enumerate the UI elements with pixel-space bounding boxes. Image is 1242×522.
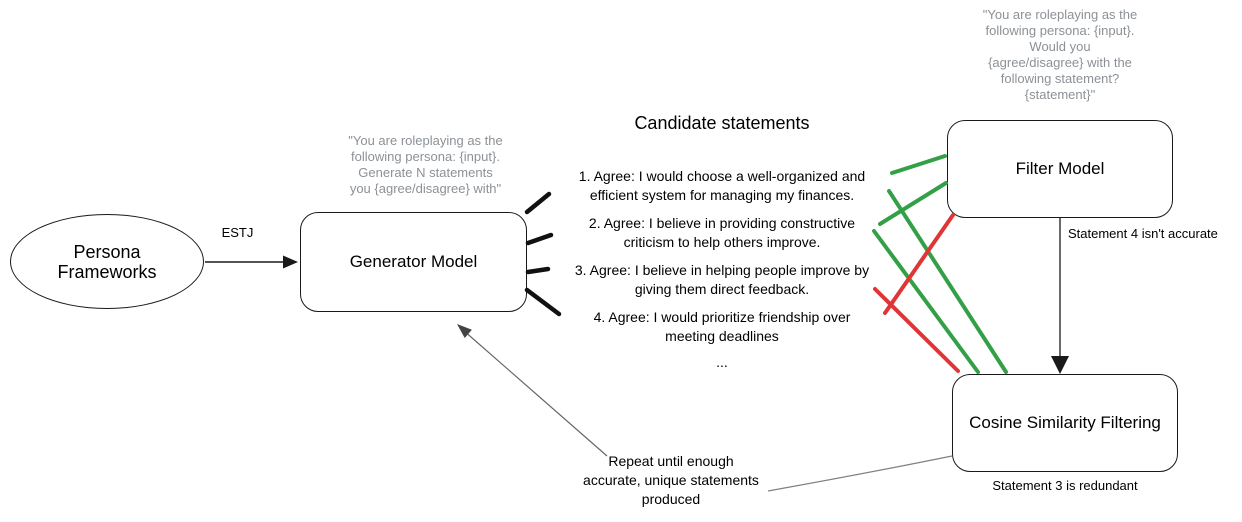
statement1-to-filter-edge-green [890,154,947,175]
cosine-similarity-label: Cosine Similarity Filtering [969,413,1161,432]
repeat-loop-note: Repeat until enough accurate, unique sta… [583,453,759,507]
statement-item-4: 4. Agree: I would prioritize friendship … [593,309,851,344]
cosine-to-loopnote-connector [767,455,953,492]
generator-prompt-note: "You are roleplaying as the following pe… [348,133,503,196]
statements-ellipsis: ... [716,354,728,370]
statement-item-2: 2. Agree: I believe in providing constru… [588,215,856,250]
statement-item-3: 3. Agree: I believe in helping people im… [574,262,870,297]
persona-frameworks-label: Persona Frameworks [57,241,157,282]
filter-prompt-note: "You are roleplaying as the following pe… [982,7,1138,102]
generator-tick-statement-3 [525,266,551,275]
statement1-to-cosine-edge-green [887,189,1008,374]
filter-to-cosine-arrowhead [1051,356,1069,374]
estj-edge-label: ESTJ [221,225,254,240]
estj-arrowhead [283,255,298,269]
cosine-similarity-node: Cosine Similarity Filtering [952,374,1178,472]
loopnote-to-generator-arrowhead [457,324,472,338]
statement-item-1: 1. Agree: I would choose a well-organize… [578,168,866,203]
candidate-statements-title: Candidate statements [634,113,810,133]
candidate-statements-list: 1. Agree: I would choose a well-organize… [547,167,897,369]
filter-model-label: Filter Model [1015,159,1105,178]
generator-model-label: Generator Model [349,252,478,271]
cosine-verdict-label: Statement 3 is redundant [992,478,1138,493]
persona-frameworks-node: Persona Frameworks [10,214,204,309]
filter-model-node: Filter Model [947,120,1173,218]
filter-verdict-label: Statement 4 isn't accurate [1068,226,1218,241]
generator-model-node: Generator Model [300,212,527,312]
